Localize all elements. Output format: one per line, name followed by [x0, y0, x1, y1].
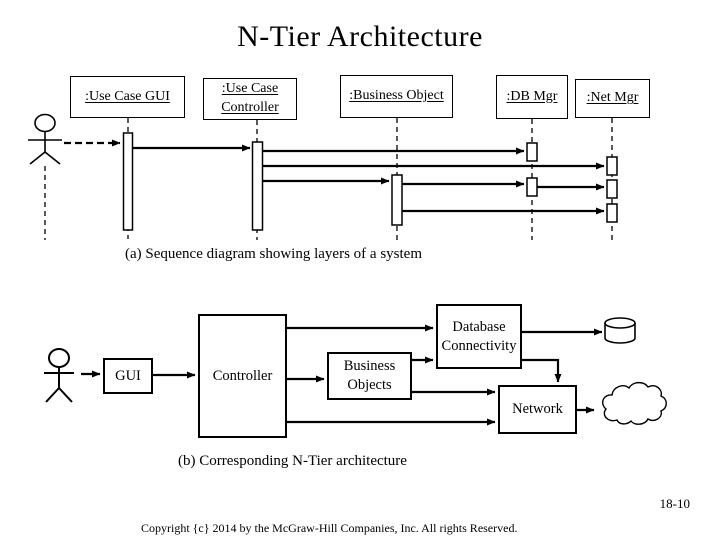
architecture-diagram: [44, 317, 667, 426]
caption-sequence-diagram: (a) Sequence diagram showing layers of a…: [125, 246, 422, 262]
seq-object-label: :Use Case GUI: [85, 88, 170, 104]
seq-object-use-case-gui: :Use Case GUI: [70, 76, 185, 118]
network-cloud-icon: [602, 381, 667, 425]
activation-business: [391, 174, 403, 226]
seq-object-label: :DB Mgr: [506, 88, 558, 104]
activation-bars: [122, 132, 618, 231]
seq-object-label: :Net Mgr: [586, 90, 639, 106]
sequence-diagram: [28, 113, 618, 240]
page-title: N-Tier Architecture: [237, 20, 483, 53]
arch-node-controller: Controller: [198, 314, 287, 438]
activation-db-2: [526, 177, 538, 197]
activation-controller: [251, 141, 264, 231]
arch-node-label: Business Objects: [343, 358, 396, 393]
arch-node-gui: GUI: [103, 358, 153, 394]
arrow-dbconn-to-network: [522, 358, 562, 383]
arch-node-business-objects: Business Objects: [327, 352, 412, 400]
arch-node-network: Network: [498, 385, 577, 434]
copyright-notice: Copyright {c} 2014 by the McGraw-Hill Co…: [141, 521, 518, 535]
page-number: 18-10: [659, 496, 690, 511]
activation-net-1: [606, 156, 618, 176]
caption-architecture-diagram: (b) Corresponding N-Tier architecture: [178, 453, 407, 469]
arch-node-label: Network: [512, 401, 563, 418]
message-arrows: [64, 139, 605, 215]
seq-object-net-mgr: :Net Mgr: [575, 79, 650, 118]
activation-net-3: [606, 203, 618, 223]
seq-object-label: :Business Object: [349, 88, 444, 104]
database-cylinder-icon: [604, 317, 636, 344]
arch-node-database-connectivity: Database Connectivity: [436, 304, 522, 369]
arch-node-label: Controller: [212, 367, 273, 384]
seq-object-label: :Use Case Controller: [221, 81, 279, 115]
activation-db-1: [526, 142, 538, 162]
actor-icon: [28, 113, 62, 165]
seq-object-business-object: :Business Object: [340, 75, 453, 118]
arch-node-label: GUI: [115, 367, 141, 384]
actor-icon: [44, 348, 74, 403]
activation-net-2: [606, 179, 618, 199]
arch-node-label: Database Connectivity: [441, 318, 517, 354]
seq-object-use-case-controller: :Use Case Controller: [203, 78, 297, 120]
activation-gui: [122, 132, 134, 231]
seq-object-db-mgr: :DB Mgr: [496, 75, 568, 119]
architecture-arrows: [81, 324, 603, 426]
